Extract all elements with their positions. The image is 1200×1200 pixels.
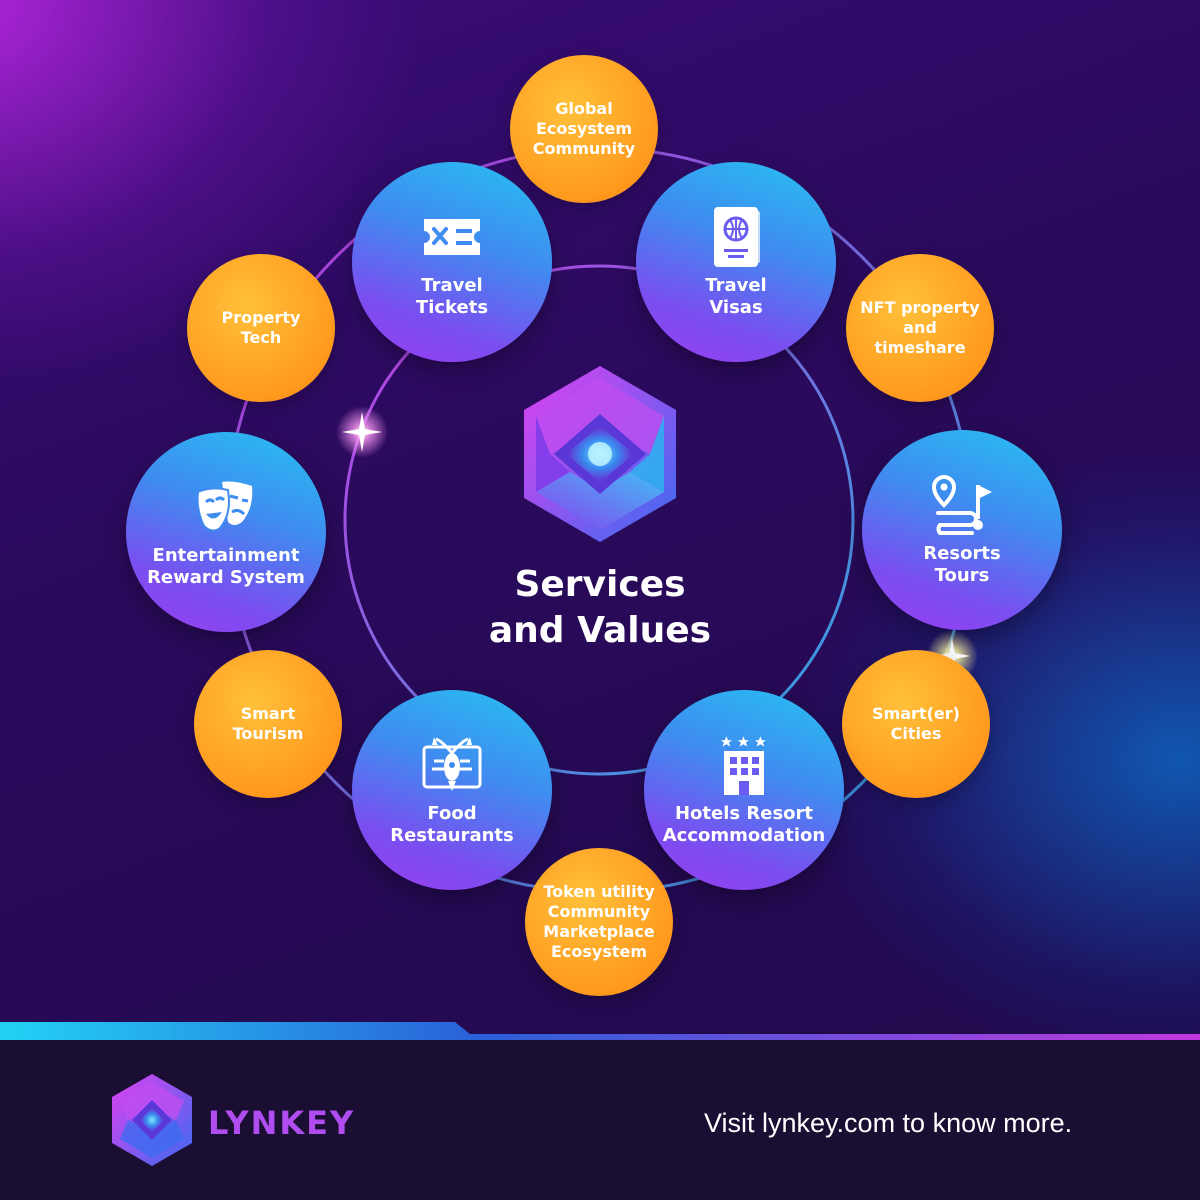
node-travel-tickets: Travel Tickets bbox=[352, 162, 552, 362]
center-title: Services and Values bbox=[450, 562, 750, 654]
node-label: Food Restaurants bbox=[390, 803, 514, 846]
node-smart-tourism: Smart Tourism bbox=[194, 650, 342, 798]
node-label: Smart(er) Cities bbox=[872, 704, 960, 743]
hotel-building-icon bbox=[712, 733, 776, 797]
node-label: Resorts Tours bbox=[923, 543, 1001, 586]
node-label: Global Ecosystem Community bbox=[532, 99, 636, 158]
title-line-2: and Values bbox=[488, 610, 712, 651]
title-line-1: Services bbox=[514, 564, 686, 605]
footer-bar bbox=[0, 1040, 1200, 1200]
node-token-utility: Token utility Community Marketplace Ecos… bbox=[525, 848, 673, 996]
node-hotels-resort: Hotels Resort Accommodation bbox=[644, 690, 844, 890]
node-label: Entertainment Reward System bbox=[147, 545, 305, 588]
lobster-menu-icon bbox=[420, 733, 484, 797]
node-nft-property: NFT property and timeshare bbox=[846, 254, 994, 402]
node-label: NFT property and timeshare bbox=[860, 298, 980, 357]
brand-logo bbox=[108, 1072, 196, 1168]
node-label: Property Tech bbox=[221, 308, 301, 347]
node-label: Token utility Community Marketplace Ecos… bbox=[543, 882, 655, 961]
node-resorts-tours: Resorts Tours bbox=[862, 430, 1062, 630]
route-flag-icon bbox=[930, 473, 994, 537]
center-hexagon-logo bbox=[524, 366, 676, 542]
theater-masks-icon bbox=[194, 475, 258, 539]
ticket-icon bbox=[420, 205, 484, 269]
node-global-ecosystem: Global Ecosystem Community bbox=[510, 55, 658, 203]
node-smarter-cities: Smart(er) Cities bbox=[842, 650, 990, 798]
footer-tagline: Visit lynkey.com to know more. bbox=[704, 1108, 1073, 1138]
node-label: Hotels Resort Accommodation bbox=[662, 803, 826, 846]
node-entertainment: Entertainment Reward System bbox=[126, 432, 326, 632]
node-label: Travel Visas bbox=[705, 275, 767, 318]
brand-name: LYNKEY bbox=[208, 1104, 356, 1142]
node-label: Travel Tickets bbox=[415, 275, 489, 318]
node-food-restaurants: Food Restaurants bbox=[352, 690, 552, 890]
passport-icon bbox=[704, 205, 768, 269]
node-property-tech: Property Tech bbox=[187, 254, 335, 402]
node-label: Smart Tourism bbox=[232, 704, 304, 743]
node-travel-visas: Travel Visas bbox=[636, 162, 836, 362]
